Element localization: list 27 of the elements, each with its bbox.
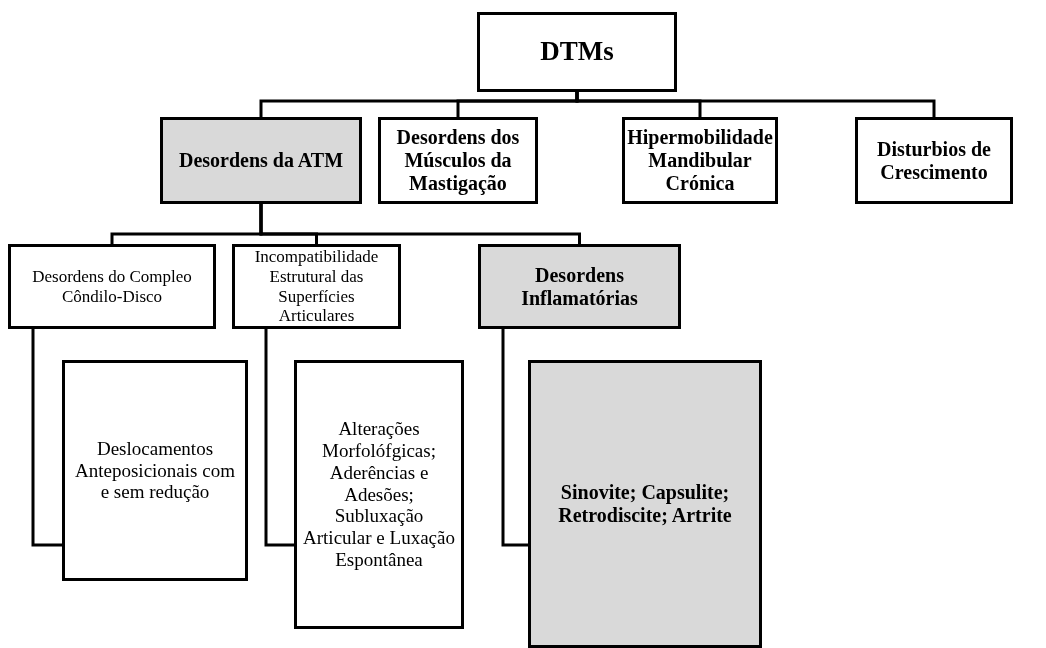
process-box <box>855 117 1013 204</box>
process-box <box>622 117 778 204</box>
node-label: Desordens do Compleo Côndilo-Disco <box>31 266 193 307</box>
node-label: Disturbios de Crescimento <box>876 137 992 184</box>
connector-line <box>501 329 528 547</box>
process-box <box>8 244 216 329</box>
category-box <box>160 117 362 204</box>
node-label: Hipermobilidade Mandibular Crónica <box>627 126 773 195</box>
process-box <box>294 360 464 629</box>
node-label: Incompatibilidade Estrutural das Superfícies Articulares <box>253 247 380 326</box>
node-label: DTMs <box>540 36 614 68</box>
node-label: Alterações Morfolófgicas; Aderências e Adesões; Subluxação Articular e Luxação Espontânea <box>302 418 456 571</box>
process-box <box>477 12 677 92</box>
process-box <box>232 244 401 329</box>
node-label: Sinovite; Capsulite; Retrodiscite; Artrite <box>557 481 733 527</box>
connector-line <box>575 92 936 117</box>
node-label: Deslocamentos Anteposicionais com e sem redução <box>74 437 236 504</box>
connector-line <box>264 329 294 547</box>
process-box <box>378 117 538 204</box>
category-box <box>528 360 762 648</box>
node-label: Desordens Inflamatórias <box>520 263 639 310</box>
node-label: Desordens dos Músculos da Mastigação <box>395 126 521 195</box>
process-box <box>62 360 248 581</box>
connector-line <box>259 204 581 244</box>
category-box <box>478 244 681 329</box>
node-label: Desordens da ATM <box>178 149 344 172</box>
connector-line <box>31 329 62 547</box>
